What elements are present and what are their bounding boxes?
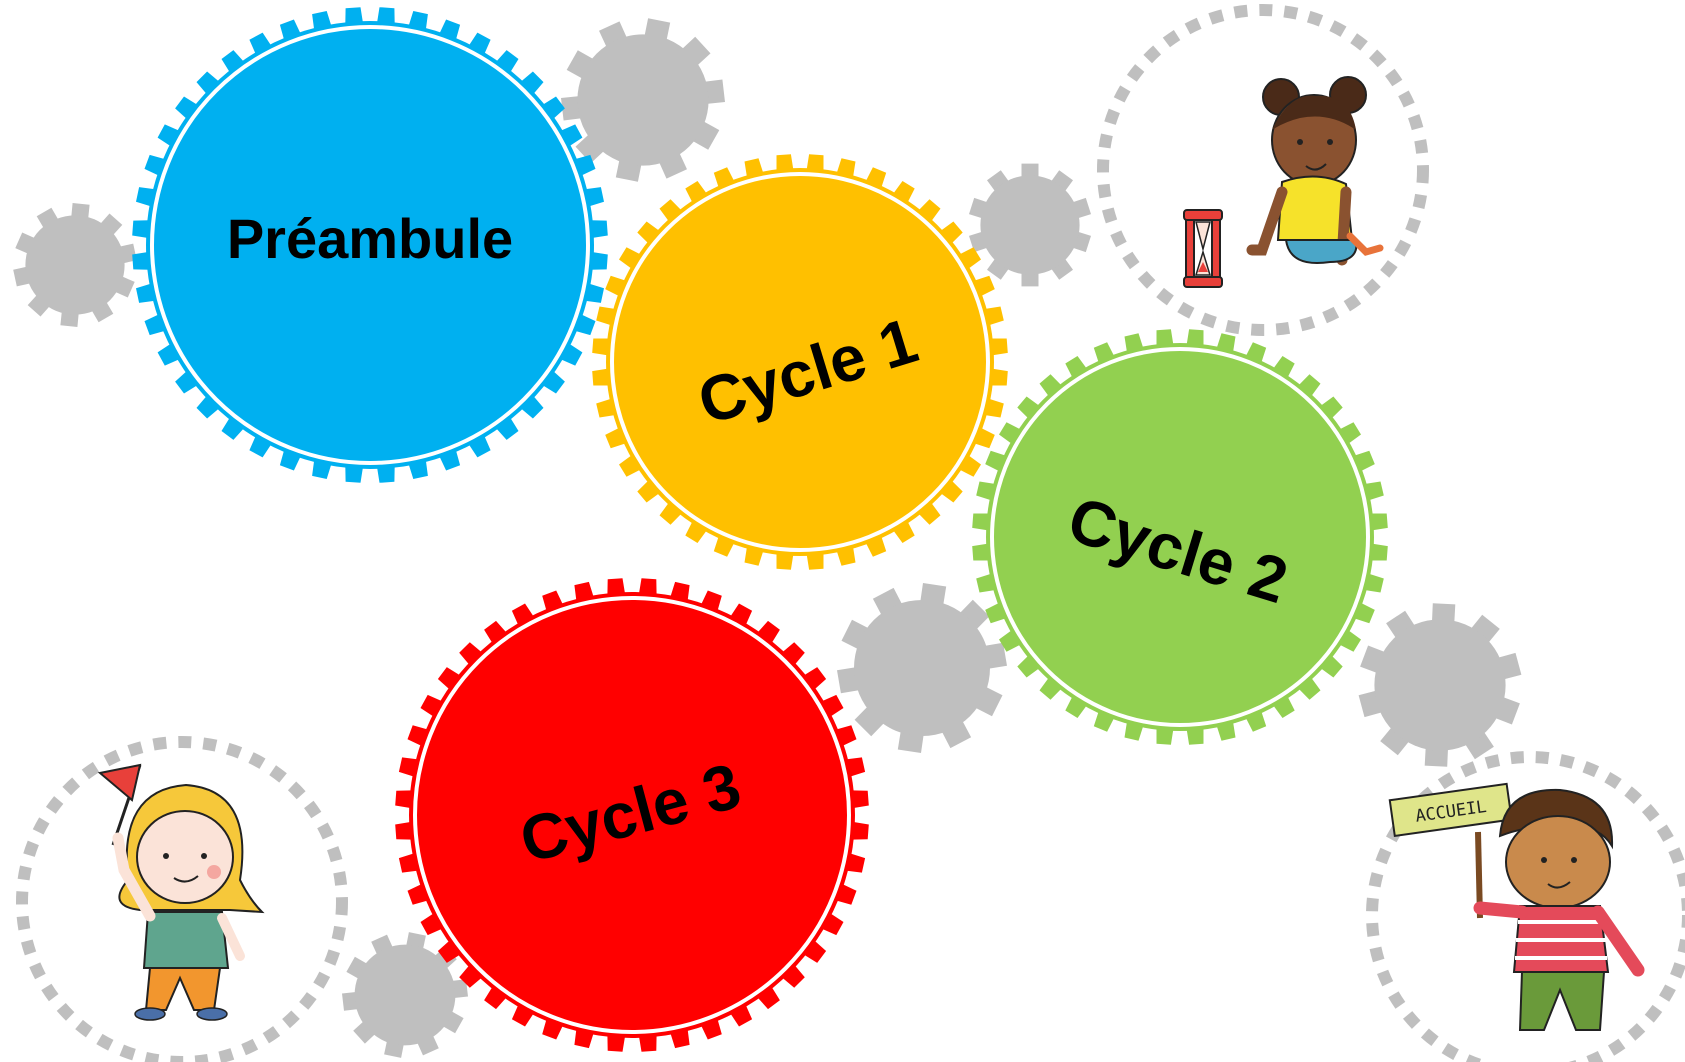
gear-cycle1[interactable] <box>592 154 1008 570</box>
decorative-gears <box>13 18 1522 1058</box>
gear-cycle2-body <box>986 343 1374 731</box>
small-gear-body <box>577 34 709 166</box>
gear-cycle3-rim-gap <box>413 596 851 1034</box>
small-gear-body <box>25 215 125 315</box>
gear-cycle1-rim-gap <box>610 172 990 552</box>
small-gear-body <box>854 600 990 736</box>
child-with-flag-icon <box>97 763 265 1021</box>
ring-top-right <box>1097 4 1429 336</box>
gear-cycle3[interactable] <box>395 578 869 1052</box>
hourglass-icon <box>1183 209 1223 288</box>
child-with-sign-icon: ACCUEIL <box>1388 782 1645 1031</box>
small-gear-body <box>1374 619 1506 751</box>
gear-preambule-rim-gap <box>150 25 590 465</box>
cycle-gears <box>132 7 1388 1052</box>
small-gear-body <box>354 944 456 1046</box>
gear-cycle2-rim-gap <box>990 347 1370 727</box>
gear-cycle1-body <box>606 168 994 556</box>
small-gear-body <box>980 175 1080 275</box>
illustration-rings <box>16 4 1685 1062</box>
sign-board <box>1388 782 1513 838</box>
gear-cycle3-body <box>409 592 855 1038</box>
gear-label-preambule[interactable]: Préambule <box>227 207 513 270</box>
child-with-hourglass-icon <box>1183 76 1384 288</box>
ring-bottom-left <box>16 736 348 1062</box>
gear-preambule-body <box>146 21 594 469</box>
gear-cycle2[interactable] <box>972 329 1388 745</box>
gear-preambule[interactable] <box>132 7 608 483</box>
